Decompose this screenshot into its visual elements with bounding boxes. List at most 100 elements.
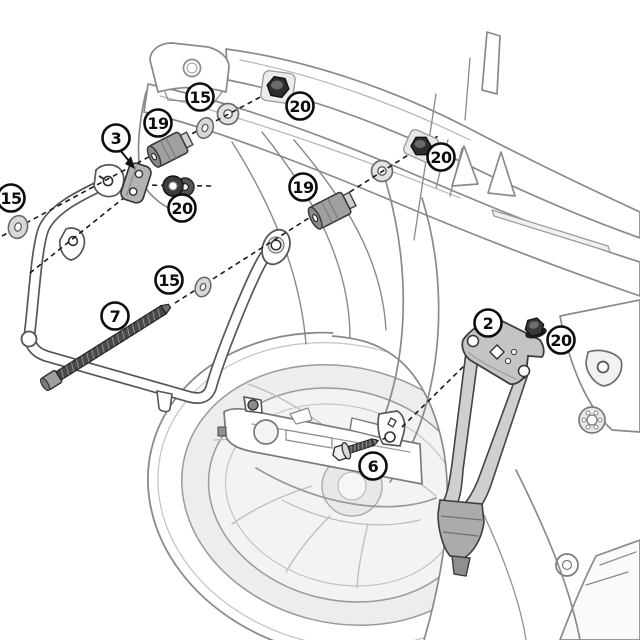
frame-curve-br [475, 497, 527, 640]
callout-label: 19 [147, 114, 169, 133]
pannier-rack [20, 163, 406, 447]
tail-bracket-hole [182, 58, 202, 78]
callout-circle [426, 142, 456, 172]
seat-slot [491, 209, 611, 253]
rack-tube-fill [25, 178, 281, 403]
callout-label: 15 [189, 88, 211, 107]
bracket-hole-diamond [489, 344, 505, 360]
hanger-plate-hole [596, 360, 610, 374]
saddle-fin [451, 145, 479, 187]
callout-circle [100, 301, 130, 331]
callout-19: 19 [143, 108, 173, 138]
callout-label: 20 [430, 148, 452, 167]
bracket-plate-shading [467, 351, 517, 380]
swingarm-tab [289, 407, 313, 425]
callout-15: 15 [185, 82, 215, 112]
callout-3-arrow [119, 149, 135, 169]
bracket-hole-small [510, 348, 518, 356]
frame-neck-line [413, 57, 471, 241]
part-20-washer-nut-pair [162, 175, 195, 197]
callout-2: 2 [473, 308, 503, 338]
callout-label: 3 [111, 129, 122, 148]
part-15-washer-mid [194, 276, 212, 298]
callout-label: 20 [550, 331, 572, 350]
bracket-foot-tip [451, 555, 471, 577]
assembly-axis-upper [1, 80, 291, 237]
callout-label: 20 [289, 97, 311, 116]
brake-rod [255, 467, 437, 508]
bracket-hole-left [466, 334, 480, 348]
rack-tube-end-cap [20, 330, 38, 348]
rack-tab-rear-lower [349, 410, 406, 447]
bracket-foot-seams [440, 515, 483, 537]
callout-15: 15 [0, 183, 26, 213]
callout-15: 15 [154, 265, 184, 295]
bracket-hole-right [517, 364, 531, 378]
callout-20: 20 [546, 325, 576, 355]
chain-adjuster-slot [285, 429, 333, 449]
callout-circle [358, 451, 388, 481]
part-20-nut-top [260, 70, 296, 104]
rack-tab-lower [59, 227, 86, 261]
callout-circle [185, 82, 215, 112]
frame-fin-top [481, 31, 501, 95]
rack-lug-rear [261, 228, 291, 266]
callout-label: 15 [158, 271, 180, 290]
callout-circle [546, 325, 576, 355]
assembly-axis-middle [29, 184, 213, 274]
part-15-washer-left [7, 214, 29, 240]
frame-curve-br [515, 469, 581, 640]
callout-circle [285, 91, 315, 121]
cowl-curve [293, 139, 387, 331]
callout-6: 6 [358, 451, 388, 481]
callout-7: 7 [100, 301, 130, 331]
chain-adjuster-hole [253, 419, 279, 445]
tail-bracket-hole-inner [186, 62, 198, 74]
callout-circle [101, 123, 131, 153]
callout-circle [143, 108, 173, 138]
rack-hook-peg [156, 389, 173, 413]
part-3-bracket-plate [120, 162, 152, 204]
hanger-flange-holes [581, 410, 603, 430]
callout-20: 20 [285, 91, 315, 121]
part-6-flanged-bolt [332, 438, 378, 462]
callout-circle [167, 193, 197, 223]
part-19-bushing-lower [307, 191, 357, 230]
rack-tab-upper [93, 163, 125, 198]
callout-3: 3 [101, 123, 131, 153]
callout-label: 7 [110, 307, 121, 326]
callout-label: 6 [368, 457, 379, 476]
callout-circle [0, 183, 26, 213]
bracket-hole-small [504, 357, 512, 365]
brake-rod-lower [281, 499, 421, 526]
assembly-axis-bracket [401, 363, 467, 428]
part-7-threaded-rod [39, 303, 172, 392]
saddle-fin [487, 151, 516, 197]
callouts-layer: 15 19 3 20 20 15 19 20 15 7 2 20 6 [0, 82, 576, 481]
frame-washer-hole [561, 559, 573, 571]
cowl-curve [261, 131, 351, 339]
grab-rail-accent [239, 59, 471, 141]
assembly-axis-lower [174, 135, 439, 304]
part-20-nut-bracket [524, 317, 547, 339]
callout-20: 20 [426, 142, 456, 172]
fender-edge [331, 335, 449, 640]
callout-label: 20 [171, 199, 193, 218]
callout-label: 19 [292, 178, 314, 197]
callout-20: 20 [167, 193, 197, 223]
adjuster-bolt [217, 426, 227, 437]
part-19-bushing-upper [146, 131, 194, 168]
callout-label: 15 [0, 189, 22, 208]
callout-circle [154, 265, 184, 295]
wheel-hub-center [337, 471, 367, 501]
part-15-washer-top [195, 117, 215, 139]
hanger-flange-center [586, 414, 598, 426]
callout-circle [473, 308, 503, 338]
callout-circle [288, 172, 318, 202]
callout-label: 2 [483, 314, 494, 333]
frame-washer [555, 553, 579, 577]
rack-tab-small [243, 396, 263, 414]
callout-19: 19 [288, 172, 318, 202]
